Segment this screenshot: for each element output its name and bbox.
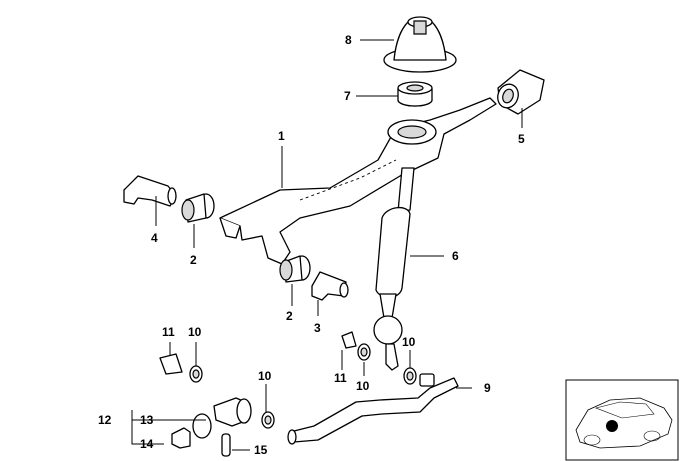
part-11-clip-left[interactable]: [159, 353, 183, 375]
part-9-shift-rod[interactable]: [287, 373, 459, 445]
part-10-washer-left-b[interactable]: [261, 411, 275, 429]
part-1-lever-carrier[interactable]: [219, 97, 497, 265]
part-2-grommet-lower[interactable]: [279, 255, 311, 283]
callout-11-right: 11: [334, 371, 347, 385]
callout-1: 1: [278, 129, 285, 143]
part-10-washer-right-a[interactable]: [357, 343, 371, 361]
part-2-grommet-upper[interactable]: [181, 193, 215, 223]
callout-3: 3: [314, 321, 321, 335]
callout-6: 6: [452, 249, 459, 263]
part-6-shift-lever[interactable]: [373, 167, 415, 371]
callout-2-upper: 2: [190, 253, 197, 267]
car-location-icon: [575, 397, 673, 449]
part-13-ball-socket[interactable]: [192, 397, 252, 439]
part-11-clip-right[interactable]: [341, 331, 357, 349]
callout-10-left-a: 10: [188, 325, 202, 339]
location-marker: [606, 420, 618, 432]
part-10-washer-right-b[interactable]: [403, 367, 417, 385]
callout-10-right-a: 10: [356, 379, 370, 393]
callout-14: 14: [140, 437, 154, 451]
callout-labels: 8 7 5 1 6 4 2 2 3 9 11 10 10 11 10 10 12…: [98, 33, 525, 457]
car-location-thumbnail: [565, 379, 679, 461]
leader-lines: [131, 39, 523, 451]
part-3-bracket[interactable]: [311, 271, 349, 301]
callout-2-lower: 2: [286, 309, 293, 323]
callout-15: 15: [254, 443, 268, 457]
part-10-washer-left-a[interactable]: [189, 365, 203, 383]
part-15-pin[interactable]: [221, 433, 231, 457]
callout-5: 5: [518, 132, 525, 146]
part-14-cap[interactable]: [171, 427, 191, 449]
part-5-sleeve[interactable]: [494, 69, 545, 115]
callout-10-left-b: 10: [258, 369, 272, 383]
callout-8: 8: [345, 33, 352, 47]
callout-7: 7: [344, 89, 351, 103]
callout-11-left: 11: [162, 325, 175, 339]
callout-4: 4: [151, 231, 158, 245]
part-4-bracket[interactable]: [123, 175, 177, 207]
callout-10-right-b: 10: [402, 335, 416, 349]
part-8-boot[interactable]: [383, 16, 457, 73]
callout-12: 12: [98, 413, 112, 427]
callout-13: 13: [140, 413, 154, 427]
part-7-bushing[interactable]: [397, 81, 433, 107]
callout-9: 9: [484, 381, 491, 395]
